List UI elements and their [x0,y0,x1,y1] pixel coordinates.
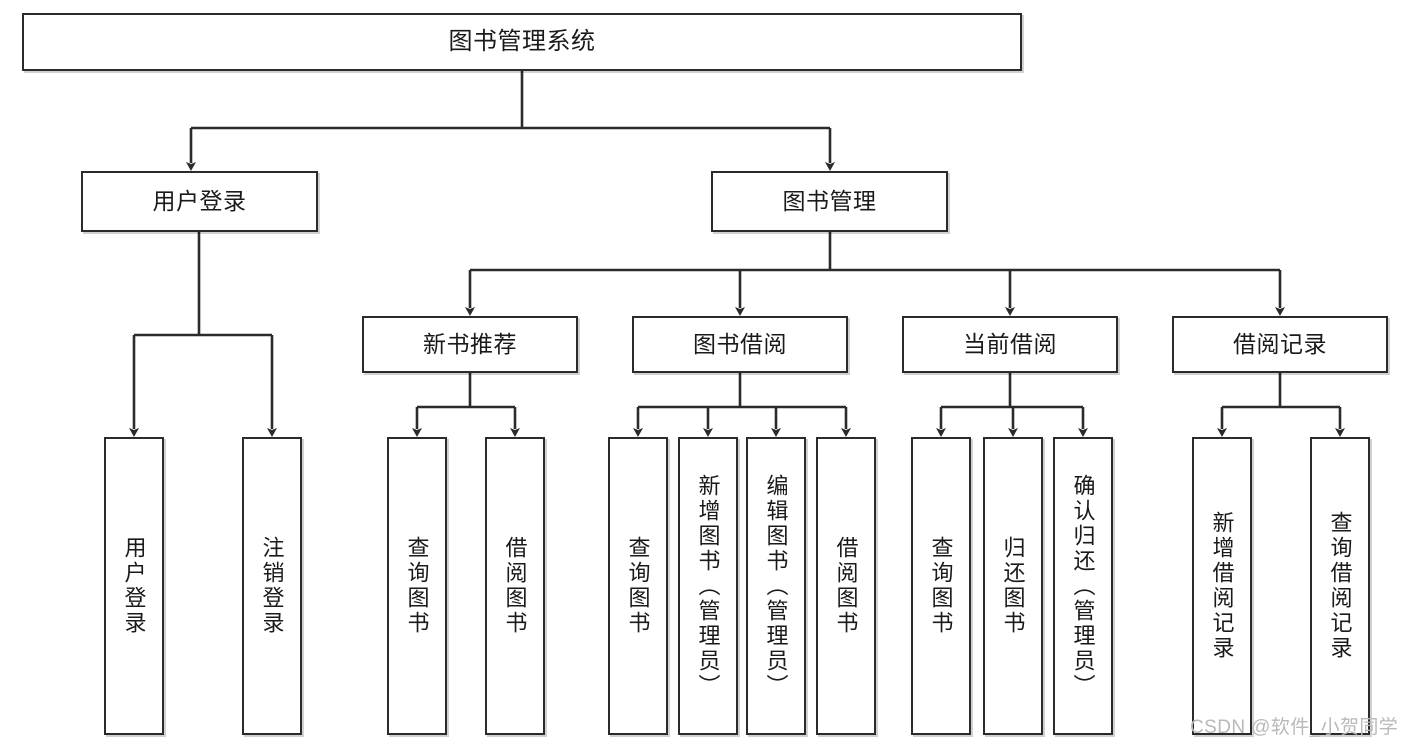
node-user-login[interactable]: 用户登录 [81,171,318,232]
node-book-management[interactable]: 图书管理 [711,171,948,232]
node-leaf-borrow-book-1-label: 借阅图书 [502,536,528,636]
node-leaf-query-book-3[interactable]: 查询图书 [911,437,971,735]
node-leaf-user-login-label: 用户登录 [121,536,147,636]
node-leaf-add-book-admin[interactable]: 新增图书（管理员） [678,437,738,735]
node-leaf-logout-login-label: 注销登录 [259,536,285,636]
node-leaf-borrow-book-1[interactable]: 借阅图书 [485,437,545,735]
node-leaf-query-book-1-label: 查询图书 [404,536,430,636]
node-leaf-logout-login[interactable]: 注销登录 [242,437,302,735]
node-leaf-edit-book-admin-label: 编辑图书（管理员） [763,473,789,699]
node-user-login-label: 用户登录 [152,187,247,214]
node-leaf-query-book-2-label: 查询图书 [625,536,651,636]
node-root-label: 图书管理系统 [448,27,596,55]
node-book-management-label: 图书管理 [782,187,877,214]
watermark-text: CSDN @软件_小贺同学 [1190,717,1399,738]
node-leaf-query-borrow-record[interactable]: 查询借阅记录 [1310,437,1370,735]
node-leaf-query-book-1[interactable]: 查询图书 [387,437,447,735]
node-leaf-confirm-return-admin-label: 确认归还（管理员） [1070,473,1096,699]
node-root[interactable]: 图书管理系统 [22,13,1022,71]
node-leaf-query-book-3-label: 查询图书 [928,536,954,636]
node-leaf-confirm-return-admin[interactable]: 确认归还（管理员） [1053,437,1113,735]
node-book-borrow[interactable]: 图书借阅 [632,316,848,373]
node-leaf-edit-book-admin[interactable]: 编辑图书（管理员） [746,437,806,735]
node-leaf-add-borrow-record-label: 新增借阅记录 [1209,511,1235,661]
node-new-book-recommend[interactable]: 新书推荐 [362,316,578,373]
node-current-borrow-label: 当前借阅 [963,330,1057,357]
node-leaf-return-book-label: 归还图书 [1000,536,1026,636]
node-book-borrow-label: 图书借阅 [693,330,787,357]
node-leaf-borrow-book-2[interactable]: 借阅图书 [816,437,876,735]
node-leaf-query-borrow-record-label: 查询借阅记录 [1327,511,1353,661]
node-leaf-user-login[interactable]: 用户登录 [104,437,164,735]
node-current-borrow[interactable]: 当前借阅 [902,316,1118,373]
node-leaf-add-borrow-record[interactable]: 新增借阅记录 [1192,437,1252,735]
node-leaf-return-book[interactable]: 归还图书 [983,437,1043,735]
node-leaf-add-book-admin-label: 新增图书（管理员） [695,473,721,699]
node-leaf-query-book-2[interactable]: 查询图书 [608,437,668,735]
node-new-book-recommend-label: 新书推荐 [423,330,517,357]
node-leaf-borrow-book-2-label: 借阅图书 [833,536,859,636]
node-borrow-record[interactable]: 借阅记录 [1172,316,1388,373]
node-borrow-record-label: 借阅记录 [1233,330,1327,357]
